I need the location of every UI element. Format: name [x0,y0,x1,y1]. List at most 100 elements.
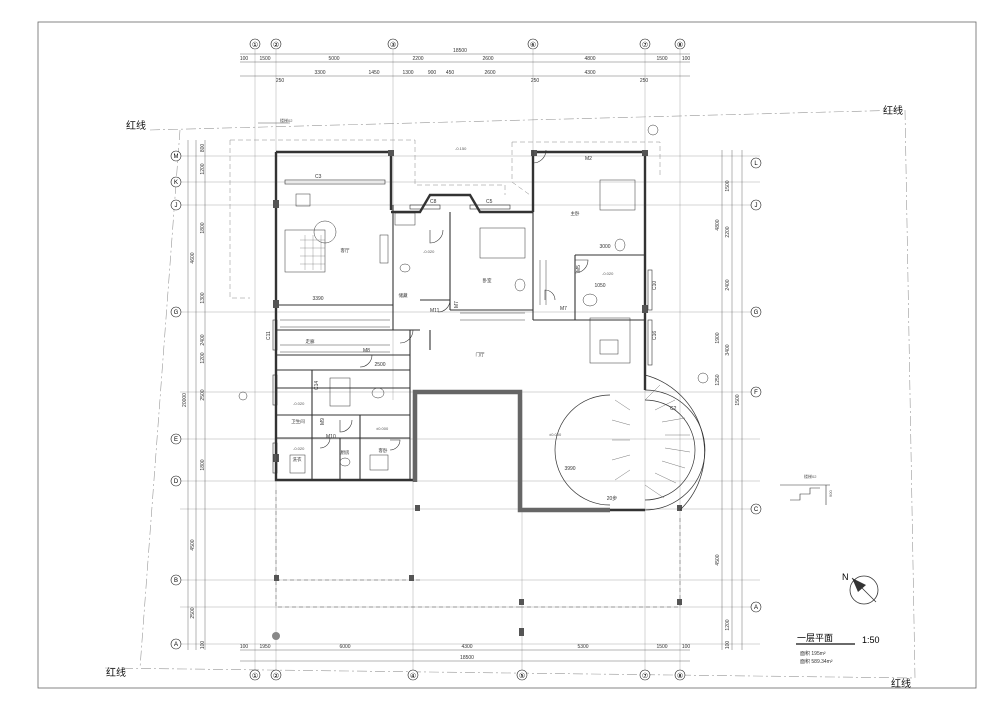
elev-1: -0.150 [455,146,467,151]
axis-bottom-7: ⑦ [642,672,648,680]
axis-left-M: M [174,154,179,160]
tag-m2: M2 [585,156,592,162]
tag-m7: M7 [560,306,567,312]
axis-bottom-8: ⑧ [677,672,683,680]
axis-top-1: ① [252,41,258,49]
axis-left-B: B [174,578,178,584]
room-laundry: 洗衣 [293,456,302,463]
tag-m7b: M7 [454,301,460,308]
bottom-dim-1: 100 [240,644,249,650]
right-dim-7: 3400 [725,344,731,355]
interior-walls [276,205,645,480]
room-bedroom-center: 卧室 [483,277,492,284]
stair-detail-note: 楼梯02 [804,473,817,479]
red-line-label-bottom-left: 红线 [106,666,126,679]
tag-m9: M9 [320,418,326,425]
heavy-walls [412,389,610,513]
columns [273,150,682,636]
axis-bottom-4: ④ [410,672,416,680]
elev-6: -0.020 [293,401,305,406]
axis-right-A: A [754,605,758,611]
roof-outline [229,139,661,299]
top-dim2-6: 450 [446,70,455,76]
bottom-dimension-lines [240,649,690,662]
left-dim-10: 4500 [190,539,196,550]
right-dim-8: 1500 [735,394,741,405]
title-block: 一层平面 1:50 面积 195m² 面积 589.34m² [796,633,880,665]
top-dim2-9: 4300 [584,70,595,76]
left-axis-bubbles [170,150,182,650]
axis-right-J: J [755,203,758,209]
red-lines [104,109,916,679]
left-dim-12: 100 [200,641,206,650]
right-axis-bubbles [750,157,762,613]
sheet-border [37,21,977,689]
wardrobes [280,260,547,353]
bed-living [284,193,389,273]
tag-c10: C10 [652,281,658,290]
left-dim-6: 2400 [200,334,206,345]
axis-top-3: ③ [390,41,396,49]
dim-3390: 3390 [312,296,323,302]
top-dim2-4: 1300 [402,70,413,76]
left-dim-3: 1800 [200,222,206,233]
left-dim-1: 800 [200,144,206,153]
drawing-scale: 1:50 [862,635,880,645]
left-dimension-lines [187,140,206,650]
bottom-dim-3: 6000 [339,644,350,650]
axis-left-E: E [174,437,178,443]
axis-right-F: F [754,390,758,396]
axis-bottom-2: ② [273,673,279,680]
axis-left-D: D [174,479,179,485]
top-dim2-8: 250 [531,78,540,84]
door-swings [319,149,589,451]
detail-tag-top: 楼梯02 [280,117,293,123]
top-dim2-7: 2600 [484,70,495,76]
bed-bedroom [479,179,636,364]
axis-left-A: A [174,642,178,648]
tag-c14: C14 [314,381,320,390]
elev-5: ±0.000 [376,426,389,431]
stair-treads [611,384,691,499]
dim-1050: 1050 [594,283,605,289]
dim-3990: 3990 [564,466,575,472]
red-line-label-top-left: 红线 [126,119,146,132]
left-total-dim: 20000 [182,393,188,407]
top-dim-6: 4800 [584,56,595,62]
right-dim-6: 1250 [715,374,721,385]
right-dim-11: 100 [725,641,731,650]
right-dim-5: 1900 [715,332,721,343]
right-dim-10: 1200 [725,619,731,630]
north-label: N [842,572,849,582]
drawing-title: 一层平面 [797,633,833,643]
column-round [272,632,280,640]
axis-top-6: ⑥ [530,41,536,49]
red-line-label-top-right: 红线 [883,104,903,117]
axis-top-7: ⑦ [642,41,648,49]
axis-top-8: ⑧ [677,41,683,49]
stair-steps-label: 20步 [607,496,618,502]
right-dim-2: 4800 [715,219,721,230]
axis-right-C: C [754,507,759,513]
left-dim-4: 4600 [190,252,196,263]
axis-left-G: G [174,310,179,316]
bottom-dim-5: 5300 [577,644,588,650]
bottom-dim-2: 1950 [259,644,270,650]
tag-c11: C11 [266,331,272,340]
room-hall: 门厅 [476,351,485,358]
elev-3: -0.020 [602,271,614,276]
left-dim-2: 1200 [200,163,206,174]
bottom-axis-bubbles [249,669,686,681]
right-dimension-lines [721,150,743,650]
tag-m11: M11 [430,308,440,314]
bathroom-fixtures [289,212,626,474]
tag-c16: C16 [652,331,658,340]
section-markers [238,124,709,401]
axis-right-G: G [754,310,759,316]
terrace-outline [275,490,681,608]
top-dim-4: 2200 [412,56,423,62]
grid-lines [180,50,760,670]
left-dim-8: 2500 [200,389,206,400]
windows [272,179,653,474]
tag-m5: M5 [576,265,582,272]
